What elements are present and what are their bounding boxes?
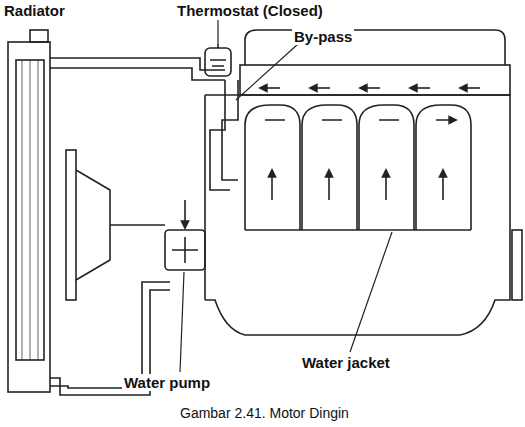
bypass-passage bbox=[210, 80, 238, 190]
radiator-drawing bbox=[8, 30, 50, 392]
leader-lines bbox=[180, 20, 392, 372]
part-label: Thermostat (Closed) bbox=[175, 2, 325, 19]
part-label: Radiator bbox=[2, 2, 67, 19]
hoses bbox=[50, 58, 225, 395]
thermostat bbox=[205, 44, 231, 76]
part-label: Water pump bbox=[122, 374, 212, 391]
part-label: By-pass bbox=[292, 28, 354, 45]
part-label: Water jacket bbox=[300, 354, 392, 371]
engine-block bbox=[205, 30, 522, 335]
figure-caption: Gambar 2.41. Motor Dingin bbox=[180, 405, 349, 422]
fan bbox=[66, 150, 165, 300]
water-pump bbox=[165, 200, 205, 270]
